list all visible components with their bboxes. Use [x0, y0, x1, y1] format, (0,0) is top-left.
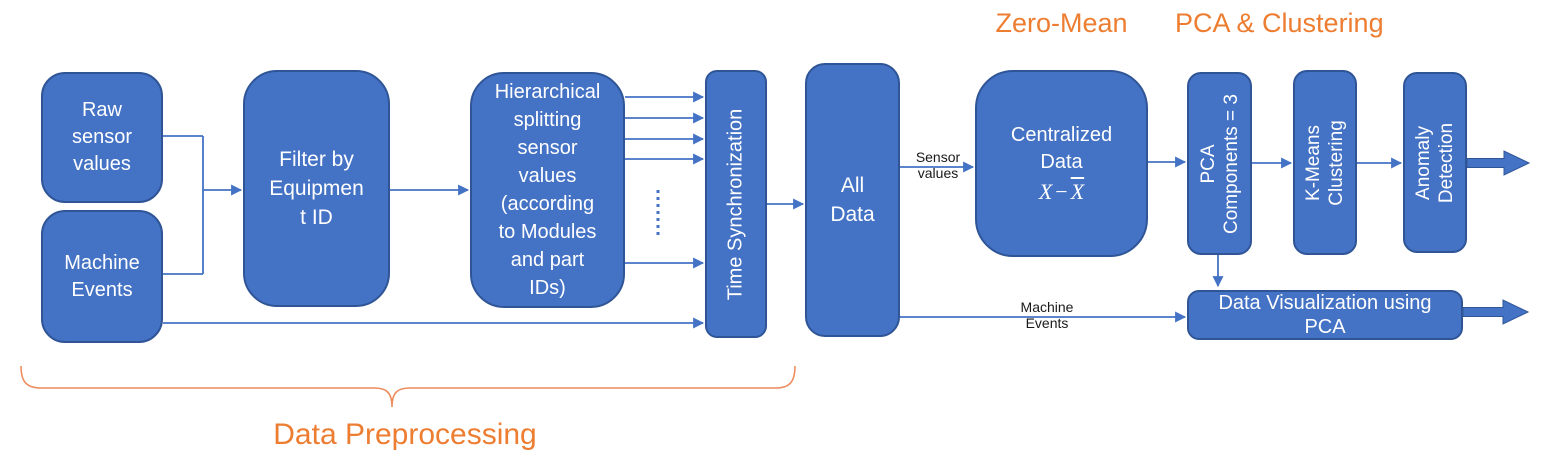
node-hierarchical-splitting: Hierarchical splitting sensor values (ac… — [470, 72, 625, 308]
node-text-line: sensor — [517, 137, 578, 159]
node-text-line: Data Visualization using — [1218, 292, 1432, 314]
node-text-line: PCA — [1304, 316, 1346, 338]
thick-arrow-dataviz-output — [1462, 299, 1530, 325]
node-text-line: Clustering — [1326, 119, 1348, 206]
node-text-line: Data — [1040, 151, 1083, 173]
edge-label-line: Events — [1025, 315, 1069, 331]
node-text-line: Anomaly — [1413, 125, 1434, 200]
header-pca-clustering: PCA & Clustering — [1175, 8, 1384, 38]
formula-x: X — [1038, 179, 1053, 204]
node-text-line: sensor — [71, 126, 133, 148]
edge-label-line: Sensor — [915, 149, 961, 165]
node-time-synchronization: Time Synchronization — [705, 70, 767, 338]
node-text-line: t ID — [300, 206, 333, 229]
edge-label-machine-events: Machine Events — [1002, 299, 1092, 331]
node-text-line: All — [840, 174, 865, 197]
edge-label-line: values — [917, 165, 959, 181]
node-anomaly-detection: Anomaly Detection — [1403, 72, 1467, 253]
node-text-line: Raw — [81, 99, 122, 121]
node-machine-events: Machine Events — [41, 210, 163, 343]
node-text-line: Equipmen — [269, 177, 364, 200]
thick-arrow-anomaly-output — [1466, 150, 1531, 176]
node-data-visualization-pca: Data Visualization using PCA — [1187, 290, 1463, 340]
preprocessing-brace — [20, 365, 796, 408]
formula-x-minus-xbar: X−X — [977, 178, 1146, 205]
node-text-line: (according — [500, 193, 595, 215]
node-text-line: Centralized — [1010, 124, 1113, 146]
node-filter-by-equipment-id: Filter by Equipmen t ID — [243, 70, 390, 307]
node-text-line: Filter by — [279, 148, 354, 171]
node-pca-components: PCA Components = 3 — [1187, 72, 1252, 255]
node-kmeans-clustering: K-Means Clustering — [1293, 70, 1357, 255]
node-text-line: Hierarchical — [494, 81, 601, 103]
node-text-line: values — [73, 153, 131, 175]
node-text-line: splitting — [513, 109, 582, 131]
node-raw-sensor-values: Raw sensor values — [41, 72, 163, 203]
formula-xbar: X — [1070, 179, 1085, 204]
node-text-line: IDs) — [529, 277, 566, 299]
node-text-line: and part — [510, 249, 585, 271]
edge-label-sensor-values: Sensor values — [900, 149, 976, 181]
header-data-preprocessing: Data Preprocessing — [273, 418, 537, 451]
formula-minus: − — [1055, 179, 1068, 204]
node-text-line: Detection — [1436, 122, 1457, 203]
node-text-line: PCA — [1197, 143, 1219, 184]
edge-label-line: Machine — [1020, 299, 1074, 315]
header-zero-mean: Zero-Mean — [995, 8, 1128, 38]
node-all-data: All Data — [805, 63, 900, 337]
node-centralized-data: Centralized Data X−X — [975, 70, 1148, 257]
node-text-line: to Modules — [498, 221, 597, 243]
node-text-line: K-Means — [1303, 124, 1325, 201]
node-text-line: Data — [830, 203, 875, 226]
node-text-line: Components = 3 — [1220, 93, 1242, 234]
node-text-line: Time Synchronization — [724, 108, 747, 300]
node-text-line: Events — [71, 278, 133, 301]
node-text-line: values — [518, 165, 577, 187]
node-text-line: Machine — [64, 251, 140, 274]
